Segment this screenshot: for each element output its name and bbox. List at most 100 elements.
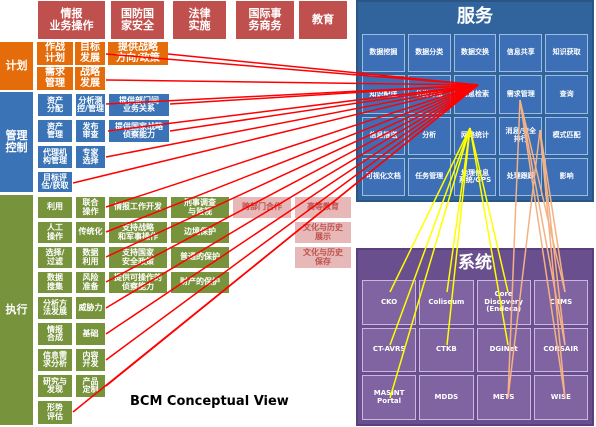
exec-cell: 威胁力 [75, 296, 106, 320]
connector-line-red [169, 84, 479, 132]
exec-cell: 传统化 [75, 221, 106, 244]
connector-line-red [105, 84, 479, 208]
exec-cell: 文化与历史 保存 [294, 246, 352, 269]
header-law: 法律 实施 [172, 0, 227, 40]
manage-cell: 提供部门间 业务关系 [108, 93, 170, 117]
manage-cell: 代理机 构管理 [37, 145, 73, 169]
manage-cell: 分析测 控/管理 [75, 93, 106, 117]
connector-line-red [72, 84, 479, 184]
system-cell: CKO [362, 280, 417, 325]
connector-line-pink [539, 129, 566, 399]
exec-cell: 内容 开发 [75, 348, 106, 372]
exec-cell: 支持战略 和军事操作 [108, 221, 168, 244]
exec-cell: 人工 操作 [37, 221, 73, 244]
exec-cell: 文化与历史 展示 [294, 221, 352, 244]
exec-cell: 利用 [37, 196, 73, 219]
connector-line-yellow [469, 127, 509, 293]
connector-line-yellow [389, 127, 471, 346]
service-cell: 可视化文档 [362, 157, 405, 196]
service-cell: 消息/安全 排行 [499, 116, 543, 155]
system-cell: Coliseum [419, 280, 474, 325]
exec-cell: 选择/ 过滤 [37, 246, 73, 269]
connector-line-red [169, 84, 479, 105]
connector-line-yellow [389, 127, 471, 399]
exec-cell: 普通的保护 [170, 246, 230, 269]
service-cell: 信息共享 [499, 34, 543, 73]
service-cell: 数据挖掘 [362, 34, 405, 73]
exec-cell: 提供可操作的 侦察能力 [108, 271, 168, 294]
connector-line-red [105, 53, 479, 86]
connector-line-pink [507, 99, 521, 399]
header-intl: 国际事 务商务 [235, 0, 295, 40]
exec-cell: 信息需 求分析 [37, 348, 73, 372]
manage-cell: 资产 分配 [37, 93, 73, 117]
header-intel-ops: 情报 业务操作 [37, 0, 106, 40]
plan-cell: 提供战略 方向/政策 [108, 42, 168, 65]
connector-line-red [105, 84, 479, 309]
services-grid: 数据挖掘 数据分类 数据交换 信息共享 知识获取 知识配送 分类方法 信息检索 … [362, 34, 588, 196]
manage-cell: 专家 选择 [75, 145, 106, 169]
plan-cell: 需求 管理 [37, 67, 73, 90]
exec-cell: 研究与 发现 [37, 374, 73, 398]
exec-cell: 数据 利用 [75, 246, 106, 269]
connector-line-yellow [389, 127, 471, 293]
connector-line-pink [519, 99, 566, 399]
systems-grid: CKO Coliseum Core Discovery (Endeca) CRM… [362, 280, 588, 420]
service-cell: 任务管理 [407, 157, 451, 196]
caption: BCM Conceptual View [130, 394, 289, 409]
exec-cell: 基础 [75, 322, 106, 346]
connector-line-pink [539, 129, 566, 293]
exec-cell: 形势 评估 [37, 400, 73, 425]
plan-cell: 目标 发展 [75, 42, 105, 65]
system-cell: MDDS [419, 375, 474, 420]
system-cell: DGINet [476, 327, 531, 373]
plan-cell: 战略 发展 [75, 67, 105, 90]
connector-line-yellow [446, 127, 471, 293]
exec-cell: 跨部门合作 [232, 196, 292, 219]
system-cell: METS [476, 375, 531, 420]
exec-cell: 风险 准备 [75, 271, 106, 294]
connector-line-red [105, 79, 479, 86]
connector-line-red [167, 53, 479, 86]
exec-cell: 分析方 法发展 [37, 296, 73, 320]
connector-line-pink [539, 129, 566, 346]
service-cell: 查询 [545, 75, 588, 114]
manage-cell: 发布 审查 [75, 119, 106, 143]
connector-line-red [107, 84, 479, 132]
system-cell: CTKB [419, 327, 474, 373]
service-cell: 数据分类 [407, 34, 451, 73]
section-exec: 执行 [0, 195, 33, 425]
connector-line-pink [519, 99, 566, 346]
connector-line-yellow [446, 127, 471, 346]
plan-cell: 作战 计划 [37, 42, 73, 65]
service-cell: 数据交换 [453, 34, 497, 73]
system-cell: CRMS [533, 280, 588, 325]
exec-cell: 刑事调查 与监视 [170, 196, 230, 219]
manage-cell: 提供国家战略 侦察能力 [108, 119, 170, 143]
section-manage: 管理 控制 [0, 92, 33, 192]
exec-cell: 数据 搜集 [37, 271, 73, 294]
connector-line-pink [507, 129, 541, 399]
service-cell: 知识获取 [545, 34, 588, 73]
connector-line-red [105, 84, 479, 335]
connector-line-pink [519, 99, 566, 293]
systems-title: 系统 [458, 253, 492, 274]
header-education: 教育 [298, 0, 348, 40]
service-cell: 地理信息 系统/GPS [453, 157, 497, 196]
header-defense: 国防国 家安全 [110, 0, 165, 40]
connector-line-red [72, 84, 479, 413]
connector-line-red [105, 84, 479, 158]
exec-cell: 情报 合成 [37, 322, 73, 346]
connector-line-red [105, 84, 479, 258]
connector-line-red [105, 84, 479, 361]
service-cell: 模式匹配 [545, 116, 588, 155]
exec-cell: 联合 操作 [75, 196, 106, 219]
system-cell: WISE [533, 375, 588, 420]
manage-cell: 资产 管理 [37, 119, 73, 143]
section-plan: 计划 [0, 42, 33, 90]
manage-cell: 目标评 估/获取 [37, 171, 73, 193]
system-cell: CT-AVRS [362, 327, 417, 373]
connector-line-red [105, 84, 479, 283]
connector-line-red [105, 84, 479, 233]
